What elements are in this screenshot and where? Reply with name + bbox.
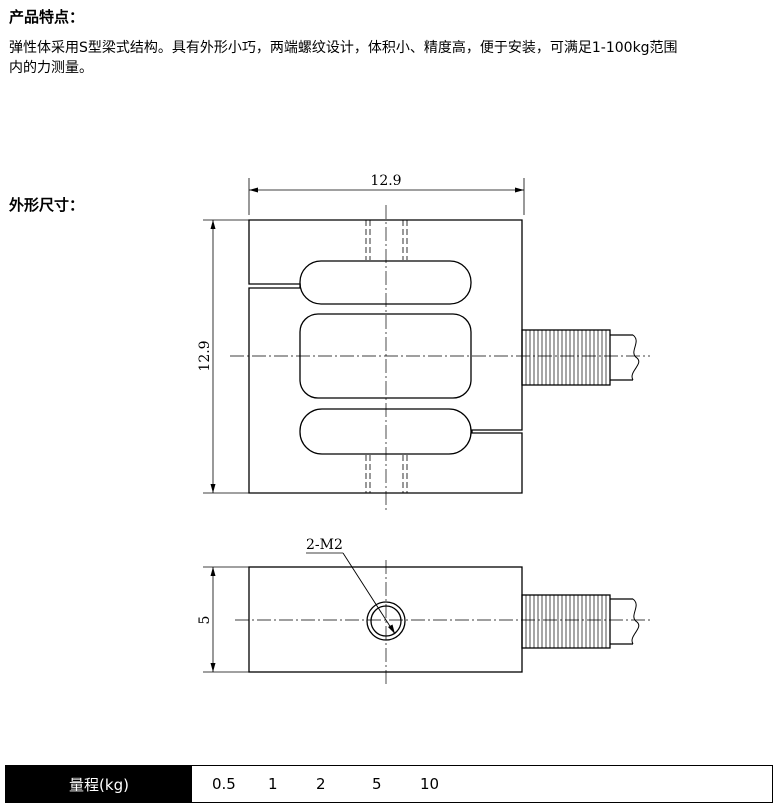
front-view: 12.9 12.9 (197, 173, 650, 510)
features-text: 弹性体采用S型梁式结构。具有外形小巧，两端螺纹设计，体积小、精度高，便于安装，可… (9, 40, 678, 76)
range-header: 量程(kg) (6, 766, 192, 802)
width-label: 12.9 (370, 173, 401, 189)
range-value: 5 (372, 775, 382, 793)
range-values: 0.5 1 2 5 10 (192, 766, 460, 802)
thread-leader (342, 552, 396, 635)
upper-slot (299, 260, 472, 305)
range-value: 10 (420, 775, 440, 793)
dimension-drawing: 12.9 12.9 (197, 173, 650, 685)
range-value: 2 (316, 775, 326, 793)
lower-slot (299, 408, 472, 455)
range-table: 量程(kg) 0.5 1 2 5 10 (5, 765, 773, 803)
features-title: 产品特点： (9, 8, 85, 26)
range-value: 0.5 (212, 775, 236, 793)
thread-hole-outer (366, 601, 406, 641)
side-view: 5 2-M2 (197, 537, 650, 685)
dimensions-title: 外形尺寸： (9, 196, 85, 214)
thickness-label: 5 (197, 616, 213, 625)
thread-hole-inner (370, 605, 402, 637)
thread-label: 2-M2 (306, 537, 343, 553)
range-value: 1 (268, 775, 278, 793)
height-label: 12.9 (197, 340, 213, 371)
